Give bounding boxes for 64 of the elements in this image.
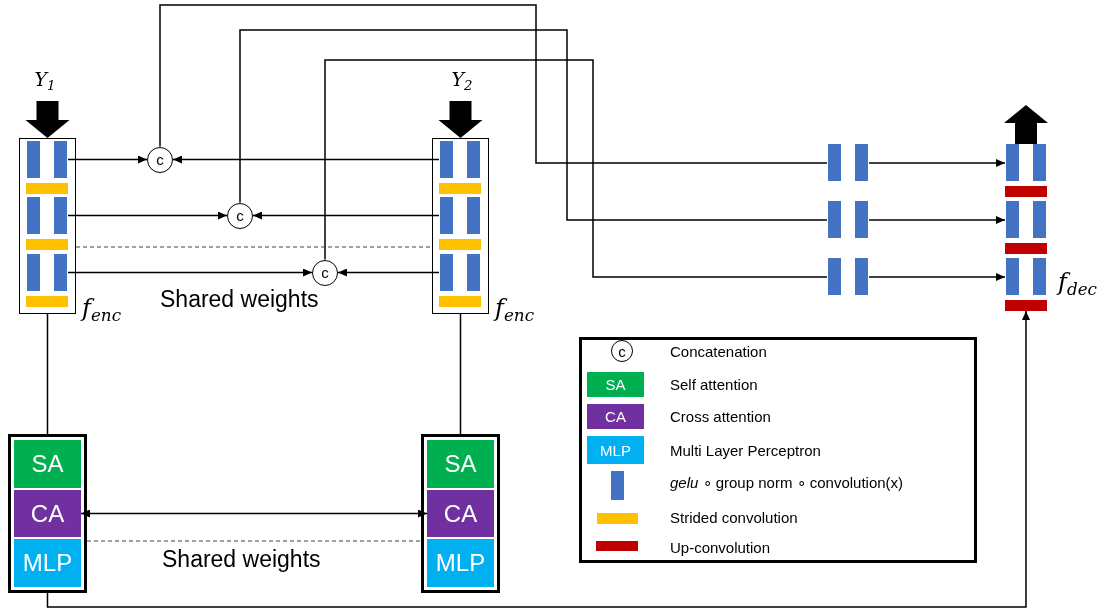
arrow [46,310,1030,608]
decoder-stage [1005,201,1047,254]
arrow [172,155,440,164]
transformer-frame [421,434,500,593]
concat-circle: c [312,259,338,286]
edge-label: Y$_{1}$ [34,70,56,93]
decoder-stage [1005,258,1047,311]
connector-line [459,313,462,435]
legend-text: gelu ∘ group norm ∘ convolution(x) [670,474,904,490]
connector-line [159,4,828,164]
conv-layer-pair [827,258,869,296]
arrow [868,216,1006,224]
legend-text: Strided convolution [670,509,798,525]
self-attention-block: SA [427,440,494,488]
encoder-stage [439,254,481,307]
note-text: Shared weights [162,548,321,571]
swatch-label: CA [605,409,626,424]
encoder-stage [26,141,68,194]
connector-line [324,59,828,278]
arrow [67,211,228,220]
legend-text: Self attention [670,376,758,392]
swatch-label: SA [605,377,626,392]
encoder-stage [26,254,68,307]
encoder-frame [19,138,76,314]
arrow [252,211,440,220]
layer-label: f$_{enc}$ [82,296,122,324]
mlp-block: MLP [427,539,494,587]
legend-text: Cross attention [670,408,771,424]
edge-label: Y$_{2}$ [451,70,473,93]
arrow [868,159,1006,167]
connector-line [46,313,49,435]
swatch-label: MLP [600,442,631,458]
cross-attention-block: CA [427,490,494,537]
encoder-stage [439,141,481,194]
legend-text: Multi Layer Perceptron [670,442,821,458]
concat-circle: c [227,202,253,229]
cross-attention-block: CA [14,490,81,537]
block-arrow [25,101,70,138]
mlp-block: MLP [14,539,81,587]
dashed-line [86,540,422,542]
conv-layer-pair [827,144,869,182]
connector-line [239,29,828,221]
note-text: Shared weights [160,288,319,311]
encoder-frame [432,138,489,314]
arrow [868,273,1006,281]
legend-text: Concatenation [670,343,767,359]
layer-label: f$_{dec}$ [1058,270,1097,298]
encoder-stage [439,197,481,250]
transformer-frame [8,434,87,593]
legend-text: Up-convolution [670,539,771,555]
conv-layer-pair [827,201,869,239]
arrow [337,268,440,277]
block-arrow [438,101,483,138]
dashed-line [75,246,433,248]
block-arrow [1004,105,1048,144]
arrow [67,268,313,277]
swatch-label: c [618,343,626,359]
concat-circle: c [147,146,173,173]
decoder-stage [1005,144,1047,197]
self-attention-block: SA [14,440,81,488]
encoder-stage [26,197,68,250]
arrow [67,155,148,164]
arrow [80,509,428,518]
layer-label: f$_{enc}$ [495,296,535,324]
